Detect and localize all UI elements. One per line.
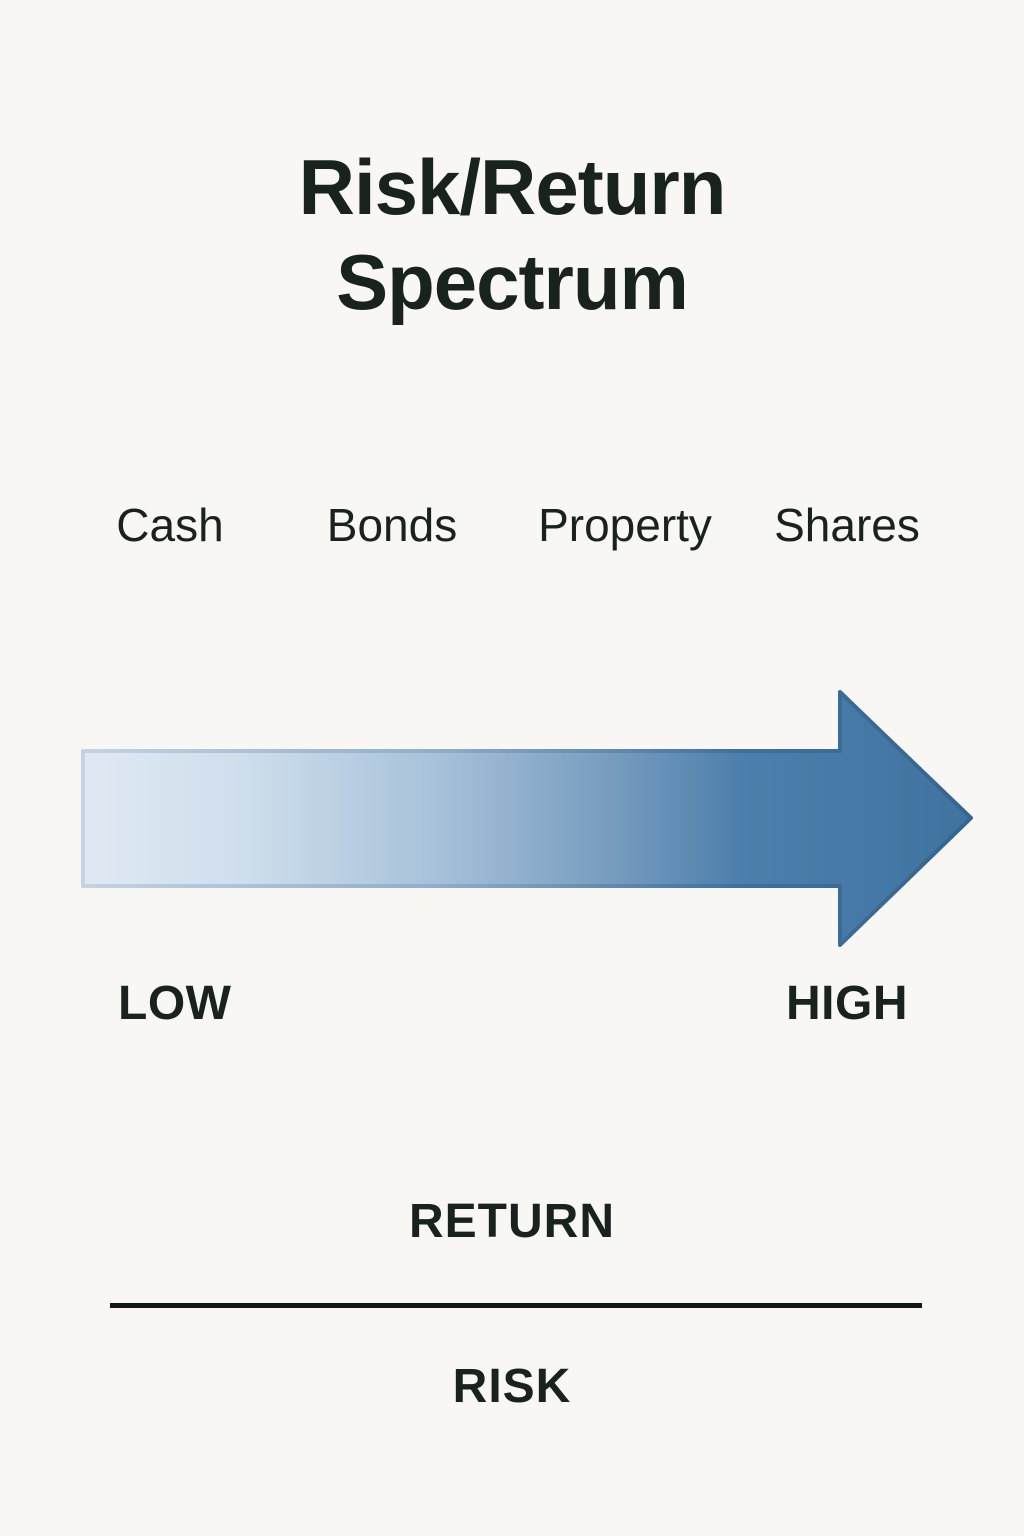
right-arrow-icon [81,690,973,947]
high-label: HIGH [786,977,908,1030]
category-label-bonds: Bonds [326,499,458,551]
return-label: RETURN [409,1195,615,1248]
category-label-property: Property [538,499,712,551]
category-label-cash: Cash [116,499,224,551]
gradient-arrow [80,688,975,949]
low-label: LOW [118,977,232,1030]
page-title-line2: Spectrum [336,238,689,327]
risk-label: RISK [452,1360,572,1413]
page-title-line1: Risk/Return [298,143,727,231]
ratio-divider-line [110,1303,922,1308]
category-label-shares: Shares [774,499,920,551]
page-title: Risk/Return Spectrum [0,140,1024,330]
